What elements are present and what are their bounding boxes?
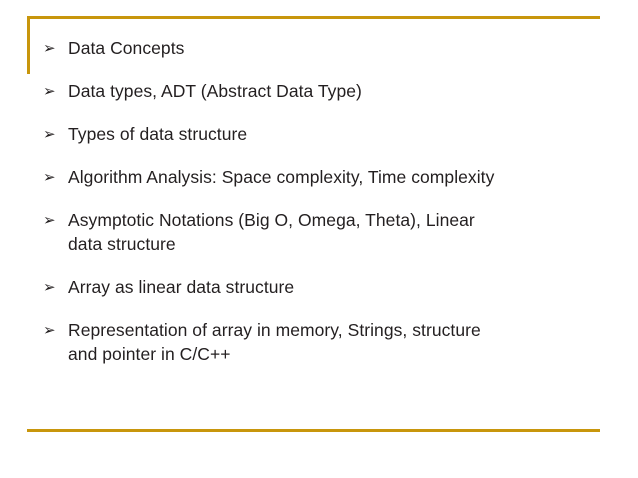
arrowhead-bullet-icon: ➢ <box>43 278 56 296</box>
arrowhead-bullet-icon: ➢ <box>43 125 56 143</box>
list-item-text: Representation of array in memory, Strin… <box>68 318 609 366</box>
list-item: ➢ Asymptotic Notations (Big O, Omega, Th… <box>43 208 609 256</box>
list-item-line: Asymptotic Notations (Big O, Omega, Thet… <box>68 210 475 230</box>
arrowhead-bullet-icon: ➢ <box>43 168 56 186</box>
bullet-list: ➢ Data Concepts ➢ Data types, ADT (Abstr… <box>43 36 609 366</box>
list-item: ➢ Data types, ADT (Abstract Data Type) <box>43 79 609 103</box>
list-item-text: Array as linear data structure <box>68 275 609 299</box>
arrowhead-bullet-icon: ➢ <box>43 211 56 229</box>
list-item-line-wrapped: and pointer in C/C++ <box>68 344 231 364</box>
list-item-line: Data Concepts <box>68 38 185 58</box>
list-item-line: Algorithm Analysis: Space complexity, Ti… <box>68 167 495 187</box>
bottom-accent-rule <box>27 429 600 432</box>
list-item-line: Types of data structure <box>68 124 248 144</box>
list-item-line-wrapped: data structure <box>68 234 176 254</box>
list-item: ➢ Data Concepts <box>43 36 609 60</box>
list-item: ➢ Representation of array in memory, Str… <box>43 318 609 366</box>
arrowhead-bullet-icon: ➢ <box>43 39 56 57</box>
top-accent-rule <box>27 16 600 19</box>
list-item-line: Data types, ADT (Abstract Data Type) <box>68 81 362 101</box>
list-item-line: Representation of array in memory, Strin… <box>68 320 481 340</box>
list-item-text: Data Concepts <box>68 36 609 60</box>
arrowhead-bullet-icon: ➢ <box>43 321 56 339</box>
list-item-line: Array as linear data structure <box>68 277 295 297</box>
list-item-text: Types of data structure <box>68 122 609 146</box>
list-item-text: Asymptotic Notations (Big O, Omega, Thet… <box>68 208 609 256</box>
list-item-text: Algorithm Analysis: Space complexity, Ti… <box>68 165 609 189</box>
arrowhead-bullet-icon: ➢ <box>43 82 56 100</box>
list-item: ➢ Array as linear data structure <box>43 275 609 299</box>
list-item-text: Data types, ADT (Abstract Data Type) <box>68 79 609 103</box>
list-item: ➢ Types of data structure <box>43 122 609 146</box>
list-item: ➢ Algorithm Analysis: Space complexity, … <box>43 165 609 189</box>
left-accent-rule <box>27 16 30 74</box>
